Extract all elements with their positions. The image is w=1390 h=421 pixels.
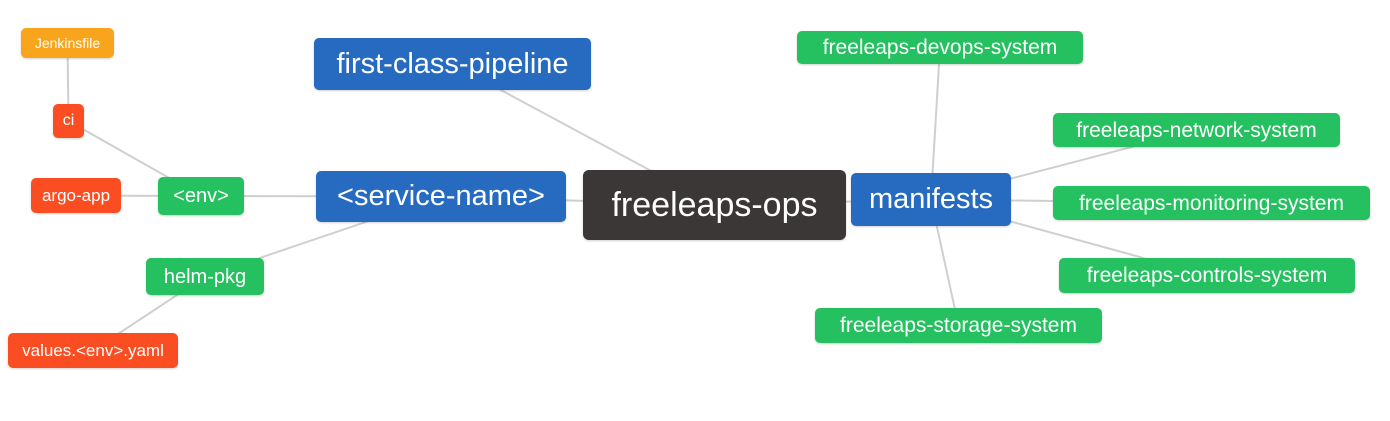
node-freeleaps-network-system[interactable]: freeleaps-network-system [1053, 113, 1340, 147]
node-freeleaps-storage-system[interactable]: freeleaps-storage-system [815, 308, 1102, 343]
node-jenkinsfile[interactable]: Jenkinsfile [21, 28, 114, 58]
node-freeleaps-devops-system[interactable]: freeleaps-devops-system [797, 31, 1083, 64]
node-freeleaps-monitoring-system[interactable]: freeleaps-monitoring-system [1053, 186, 1370, 220]
node-service-name[interactable]: <service-name> [316, 171, 566, 222]
node-helm-pkg[interactable]: helm-pkg [146, 258, 264, 295]
node-ci[interactable]: ci [53, 104, 84, 138]
node-env[interactable]: <env> [158, 177, 244, 215]
node-manifests[interactable]: manifests [851, 173, 1011, 226]
node-values-env-yaml[interactable]: values.<env>.yaml [8, 333, 178, 368]
node-freeleaps-ops-root[interactable]: freeleaps-ops [583, 170, 846, 240]
node-argo-app[interactable]: argo-app [31, 178, 121, 213]
node-freeleaps-controls-system[interactable]: freeleaps-controls-system [1059, 258, 1355, 293]
node-first-class-pipeline[interactable]: first-class-pipeline [314, 38, 591, 90]
